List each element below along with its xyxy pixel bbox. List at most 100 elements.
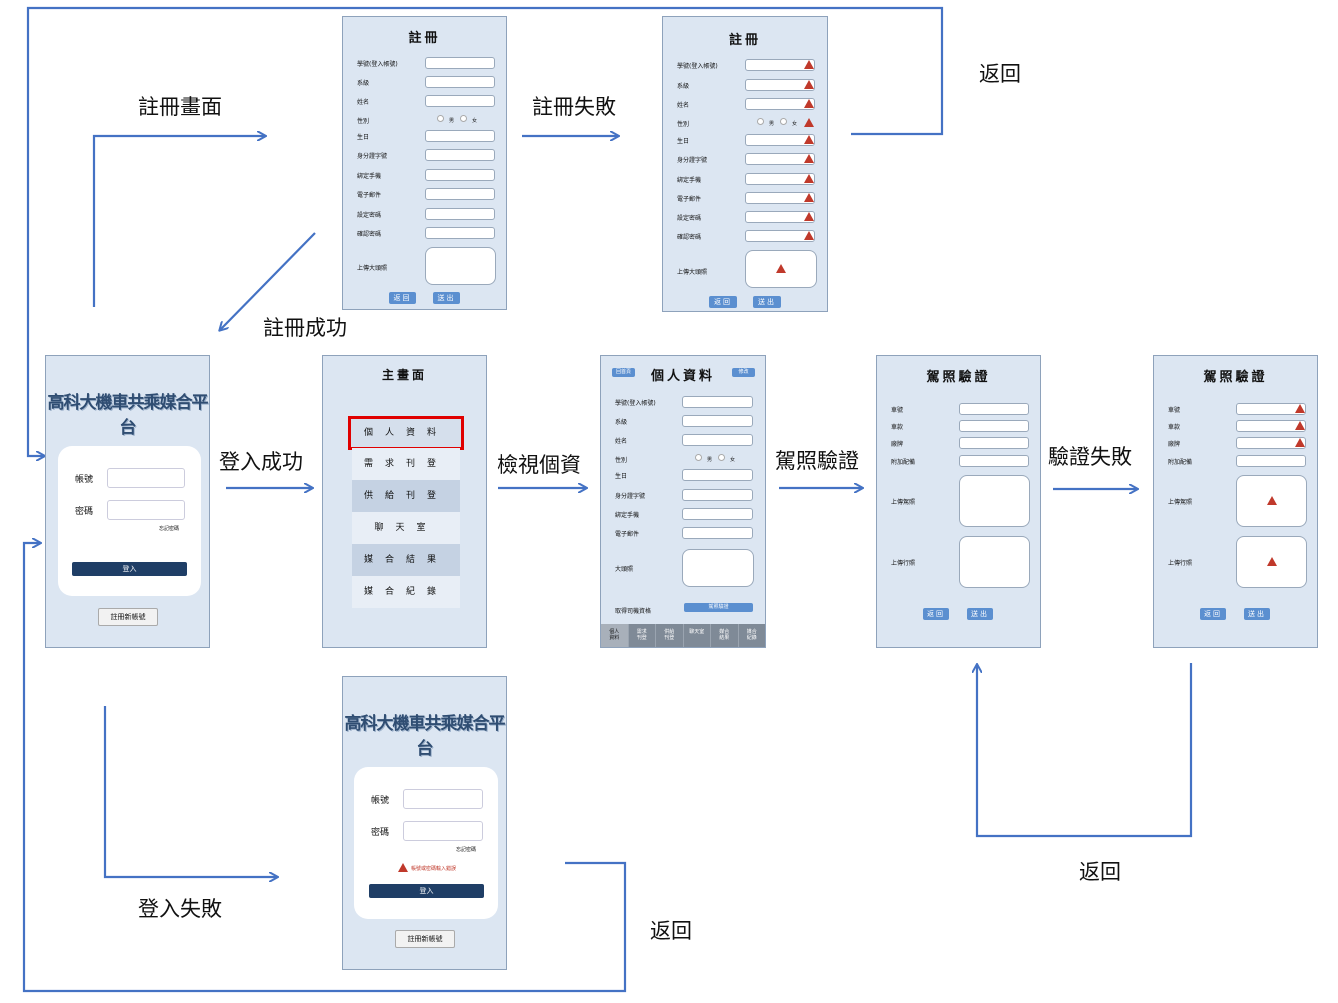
warning-icon <box>804 60 814 69</box>
confirm-password-input[interactable] <box>745 230 815 242</box>
field-label: 身分證字號 <box>357 153 388 160</box>
menu-item-profile[interactable]: 個人資料 <box>348 416 464 450</box>
main-menu-title: 主畫面 <box>381 368 427 382</box>
warning-icon <box>804 135 814 144</box>
license-upload[interactable] <box>1236 475 1307 527</box>
register-button[interactable]: 註冊新帳號 <box>98 608 158 626</box>
plate-input[interactable] <box>959 403 1029 415</box>
registration-upload[interactable] <box>959 536 1030 588</box>
phone-input[interactable] <box>745 173 815 185</box>
bottom-tab-bar: 個人 資料 需求 刊登 供給 刊登 聊天室 媒合 結果 媒合 紀錄 <box>601 624 765 647</box>
license-upload[interactable] <box>959 475 1030 527</box>
submit-button[interactable]: 送出 <box>1244 608 1270 620</box>
field-label: 學號(登入帳號) <box>357 61 398 68</box>
driver-label: 取得司機資格 <box>615 608 652 615</box>
name-input[interactable] <box>425 95 495 107</box>
app-logo: 高科大機車共乘媒合平台 <box>47 393 209 438</box>
model-input[interactable] <box>959 420 1029 432</box>
home-button[interactable]: 回首頁 <box>612 368 635 377</box>
brand-input[interactable] <box>959 437 1029 449</box>
back-button[interactable]: 返回 <box>389 292 416 304</box>
field-label: 廠牌 <box>1168 441 1181 448</box>
arrow-back-verify <box>977 663 1193 838</box>
edit-button[interactable]: 修改 <box>732 368 755 377</box>
name-input[interactable] <box>745 98 815 110</box>
register-fail-screen: 註冊 學號(登入帳號) 系級 姓名 性別 男女 生日 身分證字號 綁定手機 電子… <box>662 16 828 312</box>
register-button[interactable]: 註冊新帳號 <box>395 930 455 948</box>
menu-item-match-result[interactable]: 媒合結果 <box>352 544 460 576</box>
birthday-input[interactable] <box>425 130 495 142</box>
menu-item-match-record[interactable]: 媒合紀錄 <box>352 576 460 608</box>
license-verify-fail-screen: 駕照驗證 車號 車款 廠牌 附加配備 上傳駕照 上傳行照 返回 送出 <box>1153 355 1318 648</box>
tab-profile[interactable]: 個人 資料 <box>601 624 629 647</box>
registration-upload[interactable] <box>1236 536 1307 588</box>
password-input[interactable] <box>745 211 815 223</box>
warning-icon <box>1266 496 1277 505</box>
back-button[interactable]: 返回 <box>923 608 949 620</box>
forgot-password-link[interactable]: 忘記密碼 <box>159 526 180 532</box>
avatar-upload[interactable] <box>745 250 817 288</box>
password-input[interactable] <box>425 208 495 220</box>
upload-license-label: 上傳駕照 <box>891 499 916 506</box>
menu-item-demand[interactable]: 需求刊登 <box>352 448 460 480</box>
register-title: 註冊 <box>408 31 441 46</box>
phone-input[interactable] <box>425 169 495 181</box>
edge-label-view-profile: 檢視個資 <box>497 453 581 477</box>
tab-match-record[interactable]: 媒合 紀錄 <box>746 629 757 641</box>
tab-match-result[interactable]: 媒合 結果 <box>711 624 739 647</box>
license-verify-button[interactable]: 駕照驗證 <box>684 603 753 612</box>
warning-icon <box>804 80 814 89</box>
accessories-input[interactable] <box>1236 455 1306 467</box>
menu-item-supply[interactable]: 供給刊登 <box>352 480 460 512</box>
plate-input[interactable] <box>1236 403 1306 415</box>
login-button[interactable]: 登入 <box>72 562 187 576</box>
gender-radio[interactable]: 男女 <box>757 118 797 127</box>
forgot-password-link[interactable]: 忘記密碼 <box>456 847 477 853</box>
submit-button[interactable]: 送出 <box>753 296 781 308</box>
student-id-input[interactable] <box>745 59 815 71</box>
department-input[interactable] <box>425 76 495 88</box>
model-input[interactable] <box>1236 420 1306 432</box>
arrow-login-fail <box>103 706 277 877</box>
login-fail-screen: 高科大機車共乘媒合平台 帳號 密碼 忘記密碼 帳號或密碼輸入錯誤 登入 註冊新帳… <box>342 676 507 970</box>
submit-button[interactable]: 送出 <box>433 292 460 304</box>
menu-item-chat[interactable]: 聊天室 <box>352 512 460 544</box>
avatar-upload[interactable] <box>425 247 496 285</box>
id-number-field <box>682 489 753 501</box>
password-input[interactable] <box>107 500 185 520</box>
birthday-input[interactable] <box>745 134 815 146</box>
license-title: 駕照驗證 <box>1203 370 1268 385</box>
department-field <box>682 415 753 427</box>
field-label: 綁定手機 <box>677 177 702 184</box>
email-input[interactable] <box>745 192 815 204</box>
field-label: 附加配備 <box>891 459 916 466</box>
tab-demand[interactable]: 需求 刊登 <box>629 624 656 647</box>
back-button[interactable]: 返回 <box>709 296 737 308</box>
id-number-input[interactable] <box>745 153 815 165</box>
login-button[interactable]: 登入 <box>369 884 484 898</box>
confirm-password-input[interactable] <box>425 227 495 239</box>
tab-supply[interactable]: 供給 刊登 <box>656 624 684 647</box>
account-input[interactable] <box>403 789 483 809</box>
password-input[interactable] <box>403 821 483 841</box>
account-input[interactable] <box>107 468 185 488</box>
id-number-input[interactable] <box>425 149 495 161</box>
department-input[interactable] <box>745 79 815 91</box>
password-label: 密碼 <box>371 828 390 838</box>
back-button[interactable]: 返回 <box>1200 608 1226 620</box>
submit-button[interactable]: 送出 <box>967 608 993 620</box>
gender-radio[interactable]: 男女 <box>437 115 477 124</box>
email-input[interactable] <box>425 188 495 200</box>
edge-label-login-fail: 登入失敗 <box>138 897 222 921</box>
warning-icon <box>804 231 814 240</box>
accessories-input[interactable] <box>959 455 1029 467</box>
student-id-input[interactable] <box>425 57 495 69</box>
edge-label-register-screen: 註冊畫面 <box>138 95 222 119</box>
warning-icon <box>804 99 814 108</box>
brand-input[interactable] <box>1236 437 1306 449</box>
field-label: 確認密碼 <box>357 231 382 238</box>
edge-label-back-top: 返回 <box>979 62 1021 86</box>
field-label: 綁定手機 <box>357 173 382 180</box>
field-label: 電子郵件 <box>357 192 382 199</box>
tab-chat[interactable]: 聊天室 <box>684 624 711 647</box>
